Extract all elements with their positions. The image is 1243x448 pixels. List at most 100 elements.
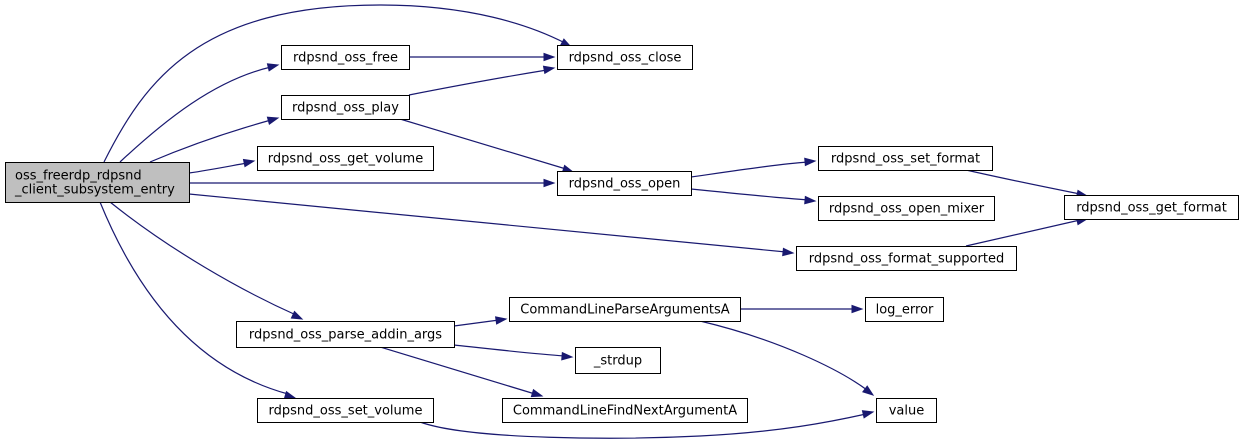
arrowhead-icon bbox=[290, 310, 304, 320]
node-set-format[interactable]: rdpsnd_oss_set_format bbox=[818, 146, 993, 171]
edge-line bbox=[149, 119, 272, 163]
node-label: rdpsnd_oss_open bbox=[569, 177, 681, 192]
node-box bbox=[557, 171, 692, 196]
edge-set_format-to-get_format bbox=[965, 169, 1089, 198]
arrowhead-icon bbox=[862, 385, 875, 396]
edge-line bbox=[453, 319, 500, 327]
arrowhead-icon bbox=[804, 157, 817, 167]
edge-line bbox=[699, 320, 868, 391]
edge-line bbox=[408, 69, 548, 96]
edges-layer bbox=[99, 4, 1089, 439]
node-box bbox=[281, 45, 410, 70]
node-box bbox=[557, 45, 693, 70]
node-box bbox=[1064, 195, 1239, 220]
arrowhead-icon bbox=[266, 116, 280, 125]
node-box bbox=[502, 398, 748, 423]
node-label: rdpsnd_oss_play bbox=[292, 101, 399, 116]
node-label: CommandLineParseArgumentsA bbox=[520, 303, 730, 318]
edge-root-to-open bbox=[189, 178, 556, 188]
node-box bbox=[257, 398, 434, 423]
edge-line bbox=[188, 193, 787, 253]
node-open[interactable]: rdpsnd_oss_open bbox=[557, 171, 692, 196]
node-box bbox=[509, 297, 741, 322]
node-label: rdpsnd_oss_open_mixer bbox=[829, 202, 985, 217]
node-cmd-find-next[interactable]: CommandLineFindNextArgumentA bbox=[502, 398, 748, 423]
edge-free-to-close bbox=[409, 52, 556, 62]
node-format-supported[interactable]: rdpsnd_oss_format_supported bbox=[796, 246, 1017, 271]
node-label: rdpsnd_oss_get_format bbox=[1076, 201, 1227, 216]
arrowhead-icon bbox=[266, 63, 280, 72]
edge-parse_addin_args-to-strdup bbox=[453, 344, 574, 361]
node-label: oss_freerdp_rdpsnd bbox=[15, 169, 142, 184]
node-value[interactable]: value bbox=[876, 398, 937, 423]
arrowhead-icon bbox=[543, 178, 556, 188]
node-label: rdpsnd_oss_close bbox=[569, 51, 682, 66]
arrowhead-icon bbox=[242, 158, 256, 168]
edge-cmd_parse-to-value bbox=[699, 320, 875, 396]
arrowhead-icon bbox=[561, 351, 574, 361]
arrowhead-icon bbox=[782, 247, 795, 257]
edge-root-to-parse_addin_args bbox=[109, 201, 304, 320]
edge-play-to-close bbox=[408, 65, 556, 96]
edge-line bbox=[419, 413, 867, 439]
node-close[interactable]: rdpsnd_oss_close bbox=[557, 45, 693, 70]
node-get-volume[interactable]: rdpsnd_oss_get_volume bbox=[257, 146, 434, 171]
node-open-mixer[interactable]: rdpsnd_oss_open_mixer bbox=[818, 196, 995, 221]
edge-root-to-format_supported bbox=[188, 193, 795, 257]
nodes-layer: oss_freerdp_rdpsnd_client_subsystem_entr… bbox=[5, 45, 1239, 423]
node-label: log_error bbox=[876, 303, 934, 318]
node-box bbox=[5, 162, 190, 203]
edge-line bbox=[690, 188, 809, 201]
node-label: rdpsnd_oss_format_supported bbox=[809, 252, 1004, 267]
edge-root-to-close bbox=[103, 4, 573, 163]
node-root[interactable]: oss_freerdp_rdpsnd_client_subsystem_entr… bbox=[5, 162, 190, 203]
arrowhead-icon bbox=[494, 316, 508, 325]
node-label: rdpsnd_oss_get_volume bbox=[268, 152, 423, 167]
node-box bbox=[818, 146, 993, 171]
edge-root-to-free bbox=[119, 63, 280, 163]
node-strdup[interactable]: _strdup bbox=[575, 347, 661, 374]
edge-open-to-open_mixer bbox=[690, 188, 817, 205]
node-box bbox=[876, 398, 937, 423]
node-get-format[interactable]: rdpsnd_oss_get_format bbox=[1064, 195, 1239, 220]
node-label: CommandLineFindNextArgumentA bbox=[513, 404, 737, 419]
edge-line bbox=[453, 344, 566, 357]
edge-line bbox=[399, 118, 567, 170]
arrowhead-icon bbox=[542, 65, 556, 75]
edge-cmd_parse-to-log_error bbox=[740, 304, 864, 314]
node-log-error[interactable]: log_error bbox=[865, 297, 944, 322]
node-box bbox=[257, 146, 434, 171]
node-set-volume[interactable]: rdpsnd_oss_set_volume bbox=[257, 398, 434, 423]
edge-parse_addin_args-to-cmd_find_next bbox=[379, 346, 544, 398]
node-box bbox=[575, 347, 661, 374]
edge-line bbox=[188, 162, 248, 174]
arrowhead-icon bbox=[543, 52, 556, 62]
arrowhead-icon bbox=[861, 410, 875, 419]
node-label: rdpsnd_oss_set_format bbox=[831, 152, 980, 167]
node-label: _client_subsystem_entry bbox=[14, 183, 175, 198]
node-parse-addin-args[interactable]: rdpsnd_oss_parse_addin_args bbox=[236, 321, 455, 348]
node-box bbox=[796, 246, 1017, 271]
edge-line bbox=[379, 346, 536, 395]
edge-line bbox=[690, 161, 809, 178]
edge-format_supported-to-get_format bbox=[965, 217, 1089, 247]
edge-parse_addin_args-to-cmd_parse bbox=[453, 316, 508, 327]
node-label: rdpsnd_oss_set_volume bbox=[269, 404, 423, 419]
node-box bbox=[818, 196, 995, 221]
node-label: rdpsnd_oss_free bbox=[293, 51, 398, 66]
edge-root-to-play bbox=[149, 116, 280, 163]
arrowhead-icon bbox=[283, 390, 297, 400]
arrowhead-icon bbox=[530, 388, 544, 398]
edge-open-to-set_format bbox=[690, 157, 817, 178]
node-box bbox=[281, 95, 410, 120]
edge-line bbox=[965, 169, 1081, 195]
node-cmd-parse[interactable]: CommandLineParseArgumentsA bbox=[509, 297, 741, 322]
edge-line bbox=[99, 201, 289, 395]
arrowhead-icon bbox=[804, 195, 817, 205]
node-free[interactable]: rdpsnd_oss_free bbox=[281, 45, 410, 70]
node-label: value bbox=[889, 404, 925, 419]
node-box bbox=[236, 321, 455, 348]
node-play[interactable]: rdpsnd_oss_play bbox=[281, 95, 410, 120]
node-label: _strdup bbox=[593, 354, 642, 369]
